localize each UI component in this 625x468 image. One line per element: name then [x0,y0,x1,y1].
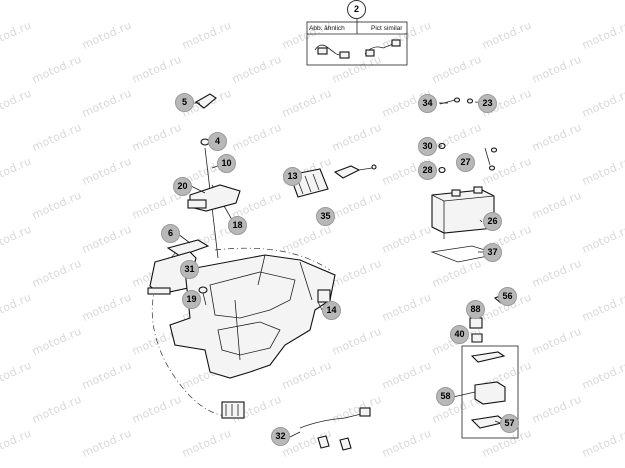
part-14-frame [169,254,336,379]
callout-26: 26 [483,212,502,231]
cable-routing-line [151,244,241,417]
part-32-connector [221,401,371,451]
callout-27: 27 [456,153,475,172]
callout-30: 30 [418,137,437,156]
callout-6: 6 [161,224,180,243]
callout-40: 40 [450,325,469,344]
callout-31: 31 [180,260,199,279]
callout-13: 13 [283,167,302,186]
callout-5: 5 [175,93,194,112]
callout-14: 14 [322,301,341,320]
callout-2: 2 [347,0,366,19]
callout-28: 28 [418,161,437,180]
cable-routing-line-2 [214,247,331,271]
inset-label-left: Abb. ähnlich [309,25,345,32]
callout-20: 20 [173,177,192,196]
callout-34: 34 [418,94,437,113]
callout-58: 58 [436,387,455,406]
callout-23: 23 [478,94,497,113]
callout-35: 35 [316,207,335,226]
part-26-battery [431,186,495,239]
inset-similar-parts [306,14,408,66]
callout-57: 57 [500,414,519,433]
part-58-housing [461,345,519,439]
part-20-bracket [187,184,241,212]
callout-10: 10 [217,154,236,173]
part-5-shape [195,93,217,109]
small-hardware [438,97,498,174]
callout-32: 32 [271,427,290,446]
callout-19: 19 [182,290,201,309]
part-19-screw [198,286,208,306]
callout-18: 18 [228,216,247,235]
callout-4: 4 [208,132,227,151]
callout-88: 88 [466,300,485,319]
inset-label-right: Pict similar [371,25,403,32]
connector-shape [333,164,377,179]
callout-37: 37 [483,243,502,262]
callout-56: 56 [498,287,517,306]
